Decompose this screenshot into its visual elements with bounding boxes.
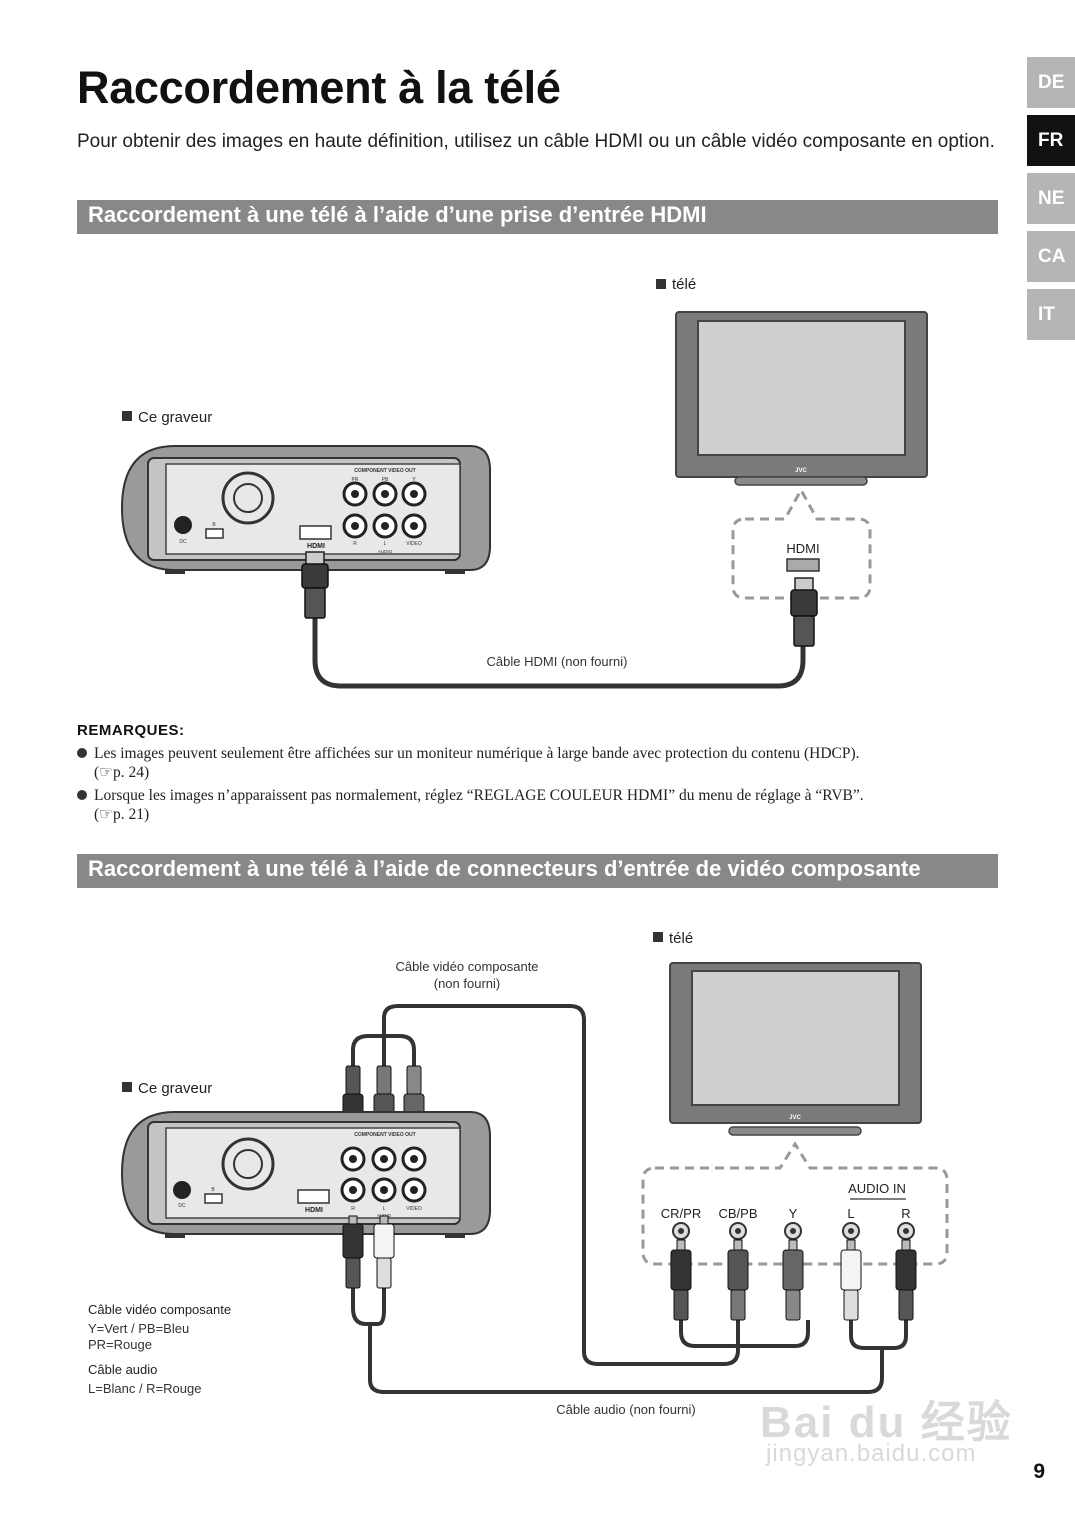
hdmi-connection-diagram: télé JVC HDMI Ce graveur DC B HDMI COMPO… xyxy=(120,276,928,689)
remark-item: Lorsque les images n’apparaissent pas no… xyxy=(77,786,1007,824)
page-title: Raccordement à la télé xyxy=(77,62,561,113)
svg-text:AUDIO: AUDIO xyxy=(378,549,393,554)
tv-input-label-cr: CR/PR xyxy=(661,1206,701,1221)
tv-hdmi-port-label: HDMI xyxy=(786,541,819,556)
page-reference: (☞p. 24) xyxy=(94,764,150,781)
svg-text:HDMI: HDMI xyxy=(305,1207,323,1214)
component-video-cable xyxy=(351,1004,810,1366)
component-cable-label-line1: Câble vidéo composante xyxy=(395,959,538,974)
hdmi-cable-label: Câble HDMI (non fourni) xyxy=(487,654,628,669)
svg-text:HDMI: HDMI xyxy=(307,543,325,550)
svg-text:B: B xyxy=(211,1187,215,1193)
tv-hdmi-port xyxy=(786,558,820,572)
svg-text:R: R xyxy=(353,541,357,547)
audio-cable xyxy=(351,1288,908,1394)
svg-text:VIDEO: VIDEO xyxy=(406,541,422,547)
recorder-label: Ce graveur xyxy=(138,1080,212,1097)
component-connection-diagram: télé JVC Câble vidéo composante (non fou… xyxy=(88,930,949,1417)
tv-input-label-cb: CB/PB xyxy=(718,1206,757,1221)
legend-video-title: Câble vidéo composante xyxy=(88,1302,231,1317)
remark-item: Les images peuvent seulement être affich… xyxy=(77,744,1007,782)
legend-video-colors-line1: Y=Vert / PB=Bleu xyxy=(88,1321,189,1336)
recorder-label: Ce graveur xyxy=(138,409,212,426)
svg-text:COMPONENT VIDEO OUT: COMPONENT VIDEO OUT xyxy=(354,468,415,474)
hdmi-cable xyxy=(312,618,806,689)
svg-text:PR: PR xyxy=(352,477,359,483)
svg-text:PB: PB xyxy=(382,477,389,483)
svg-text:COMPONENT VIDEO OUT: COMPONENT VIDEO OUT xyxy=(354,1132,415,1138)
language-tab-de[interactable]: DE xyxy=(1027,57,1075,108)
tv-brand-logo: JVC xyxy=(795,468,807,474)
tv-label-marker xyxy=(656,279,666,289)
language-tab-ca[interactable]: CA xyxy=(1027,231,1075,282)
remarks-list: Les images peuvent seulement être affich… xyxy=(77,744,1007,828)
remark-text: Lorsque les images n’apparaissent pas no… xyxy=(94,787,864,804)
tv-input-label-l: L xyxy=(847,1206,854,1221)
page-number: 9 xyxy=(1033,1460,1045,1483)
bullet-icon xyxy=(77,790,87,800)
tv-input-label-y: Y xyxy=(789,1206,798,1221)
svg-text:DC: DC xyxy=(179,539,187,545)
svg-text:L: L xyxy=(383,1206,386,1212)
tv-brand-logo: JVC xyxy=(789,1115,801,1121)
remarks-title: REMARQUES: xyxy=(77,722,185,739)
tv-input-jacks xyxy=(672,1222,915,1240)
recorder-label-marker xyxy=(122,411,132,421)
tv-illustration: JVC xyxy=(675,311,928,486)
language-tabs: DE FR NE CA IT xyxy=(1027,57,1075,347)
audio-cable-label: Câble audio (non fourni) xyxy=(556,1402,695,1417)
recorder-label-marker xyxy=(122,1082,132,1092)
legend-audio-title: Câble audio xyxy=(88,1362,157,1377)
page-reference: (☞p. 21) xyxy=(94,806,150,823)
hdmi-plug-recorder xyxy=(301,551,329,619)
svg-text:L: L xyxy=(384,541,387,547)
hdmi-plug-tv xyxy=(790,577,818,647)
legend-audio-colors: L=Blanc / R=Rouge xyxy=(88,1381,201,1396)
svg-text:DC: DC xyxy=(178,1203,186,1209)
svg-text:VIDEO: VIDEO xyxy=(406,1206,422,1212)
audio-in-label: AUDIO IN xyxy=(848,1181,906,1196)
tv-port-callout xyxy=(731,486,872,600)
svg-text:R: R xyxy=(351,1206,355,1212)
tv-label-marker xyxy=(653,932,663,942)
section-heading-hdmi: Raccordement à une télé à l’aide d’une p… xyxy=(77,200,998,234)
remark-text: Les images peuvent seulement être affich… xyxy=(94,745,860,762)
tv-input-label-r: R xyxy=(901,1206,910,1221)
audio-plugs-recorder xyxy=(342,1215,395,1289)
bullet-icon xyxy=(77,748,87,758)
recorder-illustration: DC B HDMI COMPONENT VIDEO OUT R L VIDEO … xyxy=(120,1111,491,1238)
tv-label: télé xyxy=(672,276,696,293)
section-heading-component: Raccordement à une télé à l’aide de conn… xyxy=(77,854,998,888)
legend-video-colors-line2: PR=Rouge xyxy=(88,1337,152,1352)
recorder-illustration: DC B HDMI COMPONENT VIDEO OUT PR PB Y R … xyxy=(120,445,491,574)
language-tab-fr[interactable]: FR xyxy=(1027,115,1075,166)
component-cable-label-line2: (non fourni) xyxy=(434,976,500,991)
tv-illustration: JVC xyxy=(669,962,922,1136)
intro-text: Pour obtenir des images en haute définit… xyxy=(77,131,995,152)
watermark-url: jingyan.baidu.com xyxy=(766,1440,977,1467)
language-tab-it[interactable]: IT xyxy=(1027,289,1075,340)
watermark-logo: Bai du 经验 xyxy=(760,1398,1013,1447)
rca-plugs-tv xyxy=(670,1239,917,1321)
svg-text:Y: Y xyxy=(412,477,416,483)
svg-text:B: B xyxy=(212,522,216,528)
tv-label: télé xyxy=(669,930,693,947)
language-tab-ne[interactable]: NE xyxy=(1027,173,1075,224)
